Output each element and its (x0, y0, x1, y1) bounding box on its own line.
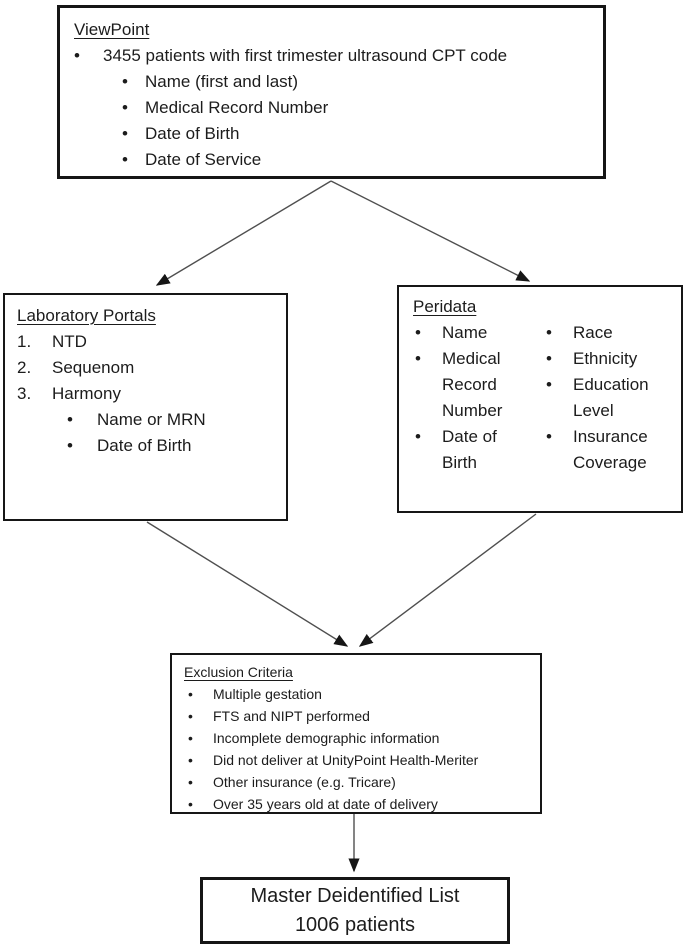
bullet-item: Other insurance (e.g. Tricare) (184, 771, 532, 793)
bullet-item: Education Level (544, 372, 653, 424)
bullet-item: Date of Birth (17, 433, 274, 459)
arrow-laboratory-to-exclusion (146, 521, 349, 647)
bullet-item: Race (544, 320, 653, 346)
bullet-item: Name (413, 320, 522, 346)
peridata-title: Peridata (413, 297, 477, 316)
viewpoint-bullet-list: 3455 patients with first trimester ultra… (74, 43, 589, 69)
bullet-item: Medical Record Number (413, 346, 522, 424)
arrow-viewpoint-to-laboratory (155, 180, 332, 286)
bullet-item: Insurance Coverage (544, 424, 653, 476)
bullet-item: Date of Birth (74, 121, 589, 147)
master-list-line2: 1006 patients (294, 913, 416, 936)
numbered-item: Harmony (52, 384, 121, 403)
exclusion-criteria-title: Exclusion Criteria (184, 664, 293, 680)
bullet-item: Name (first and last) (74, 69, 589, 95)
bullet-item: Ethnicity (544, 346, 653, 372)
bullet-item: FTS and NIPT performed (184, 705, 532, 727)
master-list-box: Master Deidentified List 1006 patients (200, 877, 510, 944)
peridata-box: Peridata NameMedical Record NumberDate o… (397, 285, 683, 513)
bullet-item: Did not deliver at UnityPoint Health-Mer… (184, 749, 532, 771)
arrow-peridata-to-exclusion (358, 513, 537, 647)
bullet-item: Date of Service (74, 147, 589, 173)
numbered-item: NTD (52, 332, 87, 351)
viewpoint-sub-bullet-list: Name (first and last)Medical Record Numb… (74, 69, 589, 173)
peridata-left-column: NameMedical Record NumberDate of Birth (413, 320, 522, 476)
bullet-item: Date of Birth (413, 424, 522, 476)
bullet-item: Medical Record Number (74, 95, 589, 121)
exclusion-criteria-box: Exclusion Criteria Multiple gestationFTS… (170, 653, 542, 814)
bullet-item: Name or MRN (17, 407, 274, 433)
bullet-item: Multiple gestation (184, 683, 532, 705)
arrow-viewpoint-to-peridata (330, 180, 531, 282)
bullet-item: Incomplete demographic information (184, 727, 532, 749)
laboratory-portals-sub-bullet-list: Name or MRNDate of Birth (17, 407, 274, 459)
master-list-line1: Master Deidentified List (250, 884, 460, 907)
bullet-item: 3455 patients with first trimester ultra… (74, 43, 589, 69)
viewpoint-title: ViewPoint (74, 20, 150, 39)
peridata-right-column: RaceEthnicityEducation LevelInsurance Co… (544, 320, 653, 476)
peridata-columns: NameMedical Record NumberDate of Birth R… (413, 320, 671, 476)
numbered-item: Sequenom (52, 358, 135, 377)
bullet-item: Over 35 years old at date of delivery (184, 793, 532, 815)
exclusion-criteria-bullet-list: Multiple gestationFTS and NIPT performed… (184, 683, 532, 815)
viewpoint-box: ViewPoint 3455 patients with first trime… (57, 5, 606, 179)
laboratory-portals-title: Laboratory Portals (17, 306, 156, 325)
